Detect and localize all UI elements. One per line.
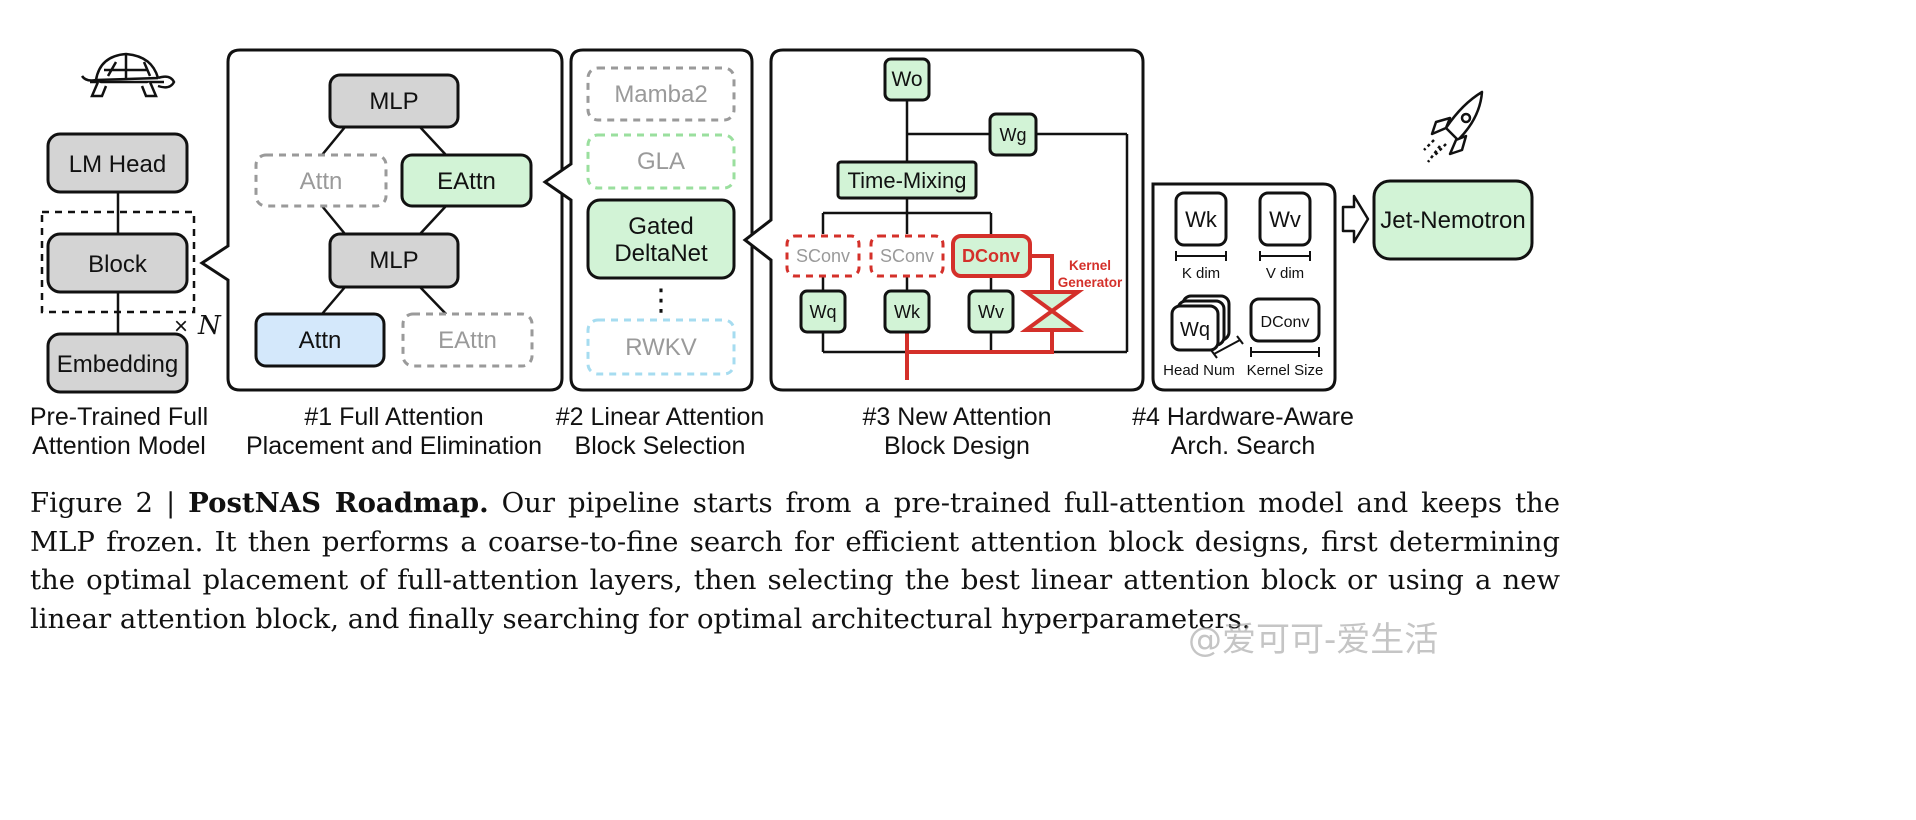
eattn-bottom-label: EAttn: [438, 327, 497, 354]
stage1-caption-line2: Placement and Elimination: [246, 432, 542, 460]
dconv-box: [951, 234, 1032, 278]
sconv2-box: [869, 234, 945, 278]
figure-caption: Figure 2 | PostNAS Roadmap. Our pipeline…: [30, 484, 1560, 638]
wv-box: [967, 289, 1015, 334]
connector: [419, 126, 447, 156]
ellipsis: ⋮: [646, 284, 676, 317]
wo-label: Wo: [891, 68, 922, 91]
stage2-caption-line1: #2 Linear Attention: [556, 403, 765, 431]
watermark-text: @爱可可-爱生活: [1188, 620, 1439, 660]
kernel-generator-label-line1: Kernel: [1069, 258, 1111, 273]
connector: [321, 205, 346, 235]
gated-deltanet-box: [586, 198, 736, 280]
time-mixing-box: [836, 160, 978, 200]
wg-label: Wg: [1000, 125, 1027, 145]
rwkv-label: RWKV: [625, 334, 697, 361]
right-arrow-icon: [1341, 194, 1370, 244]
mlp-top-box: [328, 73, 460, 129]
wk-label: Wk: [894, 302, 921, 322]
connector: [419, 286, 447, 315]
caption-title: PostNAS Roadmap.: [188, 487, 489, 519]
gla-label: GLA: [637, 148, 685, 175]
rocket-icon: [1423, 90, 1484, 163]
rwkv-box: [586, 318, 736, 376]
connector: [419, 205, 447, 235]
repeat-count: N: [197, 311, 222, 341]
kernel-path: [905, 254, 1054, 380]
mamba2-box: [586, 66, 736, 122]
stage1-caption-line1: #1 Full Attention: [304, 403, 483, 431]
caption-prefix: Figure 2 |: [30, 487, 189, 519]
wk-box: [883, 289, 931, 334]
mamba2-label: Mamba2: [614, 81, 707, 108]
stage0-caption-line1: Pre-Trained Full: [30, 403, 208, 431]
wv-label: Wv: [978, 302, 1004, 322]
embedding-box: [46, 332, 189, 394]
jet-nemotron-box: [1372, 179, 1534, 261]
postnas-roadmap-figure: LM Head Block × N Embedding Pre-Trained …: [30, 48, 1534, 460]
kernel-generator-icon: [1019, 290, 1085, 332]
attn-top-label: Attn: [300, 168, 343, 195]
kernel-size-box-label: DConv: [1261, 314, 1310, 331]
wo-box: [883, 57, 931, 102]
sconv1-box: [785, 234, 861, 278]
connector: [321, 286, 346, 315]
stage2-caption-line2: Block Selection: [575, 432, 746, 460]
embedding-label: Embedding: [57, 351, 178, 378]
stage3-caption-line2: Block Design: [884, 432, 1030, 460]
stage4-caption-line1: #4 Hardware-Aware: [1132, 403, 1354, 431]
head-num-box-label: Wq: [1180, 319, 1210, 341]
stage1-panel: [199, 48, 564, 392]
gated-deltanet-label-line2: DeltaNet: [614, 240, 708, 267]
wg-box: [988, 112, 1038, 157]
v-dim-box: [1258, 191, 1312, 247]
k-dim-box-label: Wk: [1185, 207, 1218, 232]
stage3-caption-line1: #3 New Attention: [862, 403, 1051, 431]
wq-label: Wq: [810, 302, 837, 322]
mlp-bottom-label: MLP: [369, 247, 418, 274]
kernel-size-bracket: [1250, 347, 1320, 357]
eattn-bottom-box: [401, 312, 534, 368]
mlp-bottom-box: [328, 232, 460, 289]
sconv1-label: SConv: [796, 246, 850, 266]
k-dim-bracket: [1175, 251, 1227, 261]
lm-head-label: LM Head: [69, 151, 166, 178]
connector: [321, 126, 346, 156]
attn-top-box: [254, 153, 388, 208]
k-dim-box: [1174, 191, 1228, 247]
k-dim-label: K dim: [1182, 265, 1220, 282]
stage0-caption-line2: Attention Model: [32, 432, 206, 460]
v-dim-label: V dim: [1266, 265, 1304, 282]
eattn-top-label: EAttn: [437, 168, 496, 195]
attn-bottom-box: [254, 312, 386, 368]
eattn-top-box: [400, 153, 533, 208]
gla-box: [586, 133, 736, 190]
stage3-panel: [742, 48, 1145, 392]
stage4-caption-line2: Arch. Search: [1171, 432, 1316, 460]
time-mixing-label: Time-Mixing: [848, 168, 967, 193]
v-dim-bracket: [1259, 251, 1311, 261]
caption-body: Our pipeline starts from a pre-trained f…: [30, 487, 1560, 635]
mlp-top-label: MLP: [369, 88, 418, 115]
head-num-bracket: [1210, 335, 1244, 359]
kernel-size-box: [1249, 297, 1321, 343]
head-num-label: Head Num: [1163, 362, 1235, 379]
kernel-generator-label-line2: Generator: [1058, 275, 1123, 290]
v-dim-box-label: Wv: [1269, 207, 1301, 232]
turtle-icon: [80, 52, 176, 98]
head-num-stack: [1170, 294, 1231, 352]
dconv-label: DConv: [962, 246, 1020, 266]
attn-bottom-label: Attn: [299, 327, 342, 354]
kernel-size-label: Kernel Size: [1247, 362, 1324, 379]
sconv2-label: SConv: [880, 246, 934, 266]
gated-deltanet-label-line1: Gated: [628, 213, 693, 240]
wq-box: [799, 289, 847, 334]
block-label: Block: [88, 251, 148, 278]
jet-nemotron-label: Jet-Nemotron: [1380, 207, 1525, 234]
